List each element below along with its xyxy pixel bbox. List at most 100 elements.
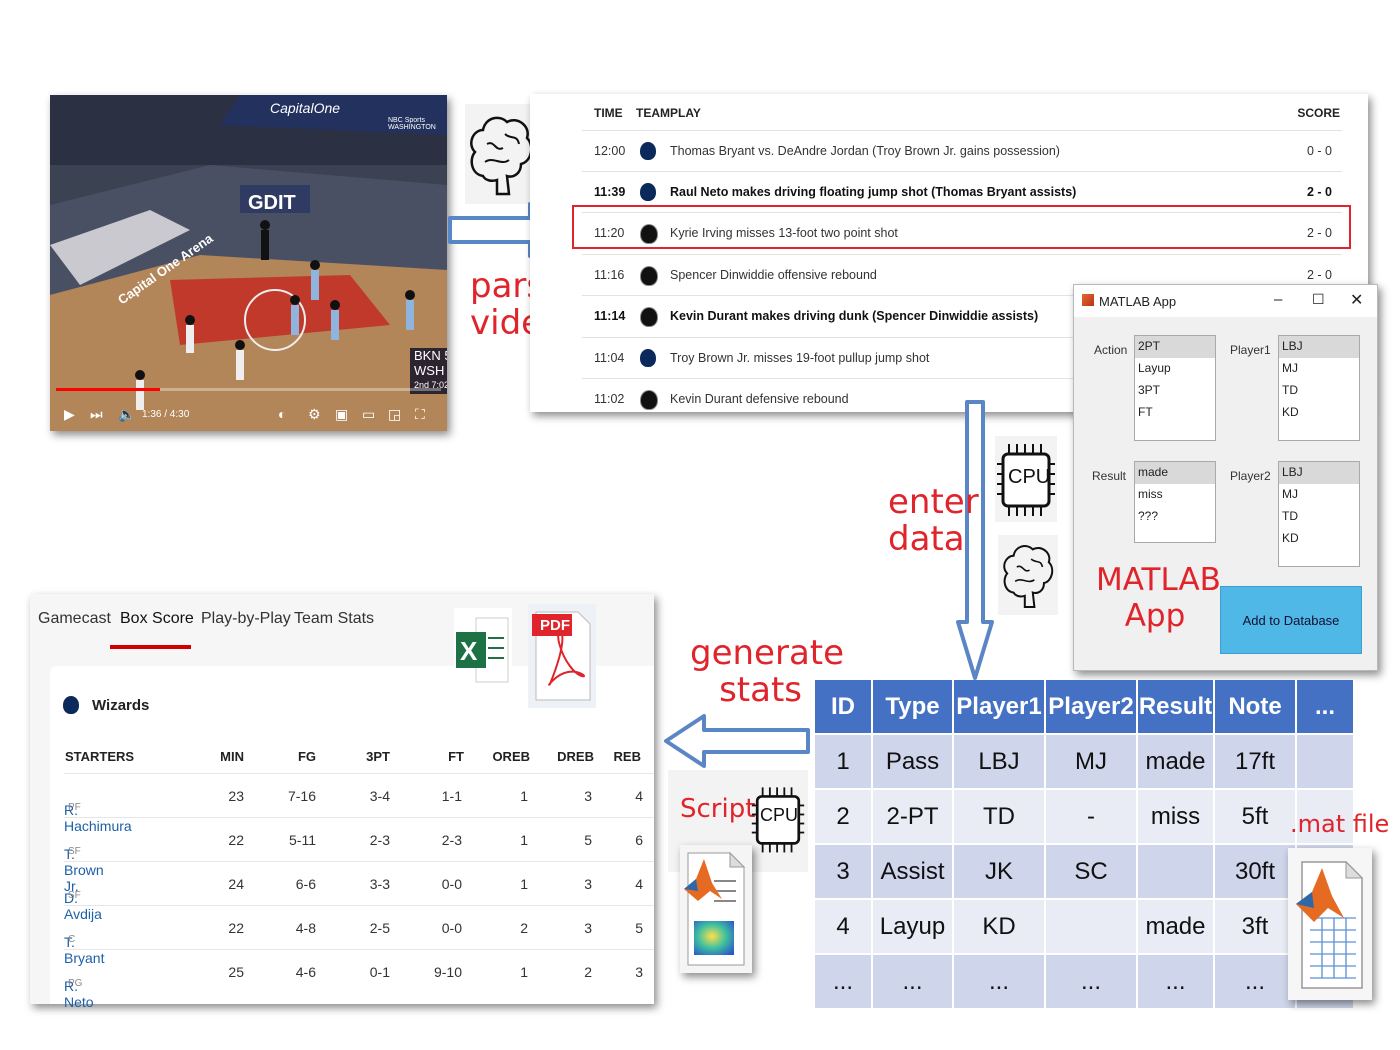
overlay-word: MATLAB xyxy=(1096,562,1221,598)
table-cell: 2-PT xyxy=(873,788,954,843)
pbp-score: 2 - 0 xyxy=(1306,226,1332,240)
tab-gamecast[interactable]: Gamecast xyxy=(38,610,111,627)
add-to-database-button[interactable]: Add to Database xyxy=(1220,586,1362,654)
stat-min: 24 xyxy=(228,876,244,892)
player1-label: Player1 xyxy=(1230,343,1271,357)
list-item[interactable]: MJ xyxy=(1282,361,1298,375)
nets-logo-icon xyxy=(640,266,658,286)
wizards-logo-icon xyxy=(640,183,656,201)
cpu-icon: CPU xyxy=(750,772,806,866)
list-item[interactable]: 2PT xyxy=(1135,336,1215,358)
table-cell: 5ft xyxy=(1215,788,1297,843)
player-name[interactable]: R. Neto xyxy=(64,978,94,1010)
action-listbox[interactable]: 2PT Layup 3PT FT xyxy=(1134,335,1216,441)
tab-play-by-play[interactable]: Play-by-Play xyxy=(201,610,291,627)
player-position: C xyxy=(68,934,76,945)
progress-track[interactable] xyxy=(56,388,441,391)
table-cell: 3 xyxy=(815,843,873,898)
header-player2: Player2 xyxy=(1046,680,1138,733)
theater-icon[interactable]: ▭ xyxy=(362,406,376,422)
col-play: PLAY xyxy=(670,106,701,120)
matlab-logo-icon xyxy=(1082,294,1094,306)
result-label: Result xyxy=(1092,469,1127,483)
pbp-play: Raul Neto makes driving floating jump sh… xyxy=(670,185,1077,199)
col-min: MIN xyxy=(220,749,244,764)
col-starters: STARTERS xyxy=(65,749,135,764)
list-item[interactable]: miss xyxy=(1138,487,1163,501)
pdf-icon: PDF xyxy=(528,604,596,708)
list-item[interactable]: made xyxy=(1135,462,1215,484)
stat-ft: 2-3 xyxy=(441,832,462,848)
stat-ft: 9-10 xyxy=(433,964,462,980)
pbp-row: 11:39 Raul Neto makes driving floating j… xyxy=(582,171,1342,213)
table-cell: ... xyxy=(954,953,1046,1008)
table-cell: Pass xyxy=(873,733,954,788)
matlab-app-overlay-label: MATLAB App xyxy=(1096,562,1221,634)
brain-icon xyxy=(465,104,537,204)
volume-icon[interactable]: 🔈 xyxy=(118,406,136,422)
table-cell: - xyxy=(1046,788,1138,843)
stat-3pt: 3-4 xyxy=(369,788,390,804)
list-item[interactable]: TD xyxy=(1282,509,1298,523)
player-name[interactable]: D. Avdija xyxy=(64,890,102,922)
list-item[interactable]: MJ xyxy=(1282,487,1298,501)
list-item[interactable]: ??? xyxy=(1138,509,1159,523)
list-item[interactable]: LBJ xyxy=(1279,336,1359,358)
video-player[interactable]: CapitalOne GDIT Capital One Arena NBC Sp… xyxy=(50,95,447,431)
close-icon[interactable]: ✕ xyxy=(1350,292,1364,309)
tab-team-stats[interactable]: Team Stats xyxy=(294,610,375,627)
list-item[interactable]: LBJ xyxy=(1279,462,1359,484)
table-cell: MJ xyxy=(1046,733,1138,788)
next-icon[interactable]: ⏭ xyxy=(90,406,103,422)
pbp-row: 11:16 Spencer Dinwiddie offensive reboun… xyxy=(582,254,1342,296)
table-cell: ... xyxy=(1138,953,1215,1008)
header-id: ID xyxy=(815,680,873,733)
wizards-logo-icon xyxy=(640,142,656,160)
player-name[interactable]: T. Brown Jr. xyxy=(64,846,104,894)
cast-icon[interactable]: ◲ xyxy=(388,406,402,422)
list-item[interactable]: TD xyxy=(1282,383,1298,397)
list-item[interactable]: FT xyxy=(1138,405,1153,419)
stat-3pt: 2-5 xyxy=(369,920,390,936)
player1-listbox[interactable]: LBJ MJ TD KD xyxy=(1278,335,1360,441)
minimize-icon[interactable]: – xyxy=(1274,291,1283,308)
maximize-icon[interactable]: ☐ xyxy=(1312,291,1325,307)
tab-box-score[interactable]: Box Score xyxy=(120,610,194,627)
nets-logo-icon xyxy=(640,390,658,410)
table-cell: Assist xyxy=(873,843,954,898)
stat-reb: 4 xyxy=(635,876,643,892)
stat-oreb: 1 xyxy=(520,876,528,892)
list-item[interactable]: Layup xyxy=(1138,361,1171,375)
stat-fg: 5-11 xyxy=(289,832,316,848)
list-item[interactable]: KD xyxy=(1282,531,1299,545)
table-cell: 2 xyxy=(815,788,873,843)
cpu-text: CPU xyxy=(1008,466,1051,488)
list-item[interactable]: 3PT xyxy=(1138,383,1161,397)
col-score: SCORE xyxy=(1297,106,1340,120)
stat-fg: 6-6 xyxy=(295,876,316,892)
play-icon[interactable]: ▶ xyxy=(64,406,75,422)
table-cell xyxy=(1297,788,1355,843)
player2-listbox[interactable]: LBJ MJ TD KD xyxy=(1278,461,1360,567)
list-item[interactable]: KD xyxy=(1282,405,1299,419)
table-cell: ... xyxy=(1046,953,1138,1008)
pbp-play: Spencer Dinwiddie offensive rebound xyxy=(670,268,877,282)
team2-abbr: WSH xyxy=(414,363,445,378)
enter-word: enter xyxy=(888,482,979,522)
fullscreen-icon[interactable]: ⛶ xyxy=(415,406,425,422)
player-name[interactable]: T. Bryant xyxy=(64,934,105,966)
miniplayer-icon[interactable]: ▣ xyxy=(335,406,349,422)
pbp-play: Kevin Durant defensive rebound xyxy=(670,392,849,406)
player-name[interactable]: R. Hachimura xyxy=(64,802,132,834)
team1-score: 50 xyxy=(444,348,447,363)
autoplay-icon[interactable]: ◐ xyxy=(278,406,287,422)
result-listbox[interactable]: made miss ??? xyxy=(1134,461,1216,543)
table-cell: ... xyxy=(815,953,873,1008)
stat-reb: 5 xyxy=(635,920,643,936)
settings-icon[interactable]: ⚙ xyxy=(308,406,321,422)
time-display: 1:36 / 4:30 xyxy=(142,409,190,420)
cpu-icon: CPU xyxy=(995,436,1057,522)
